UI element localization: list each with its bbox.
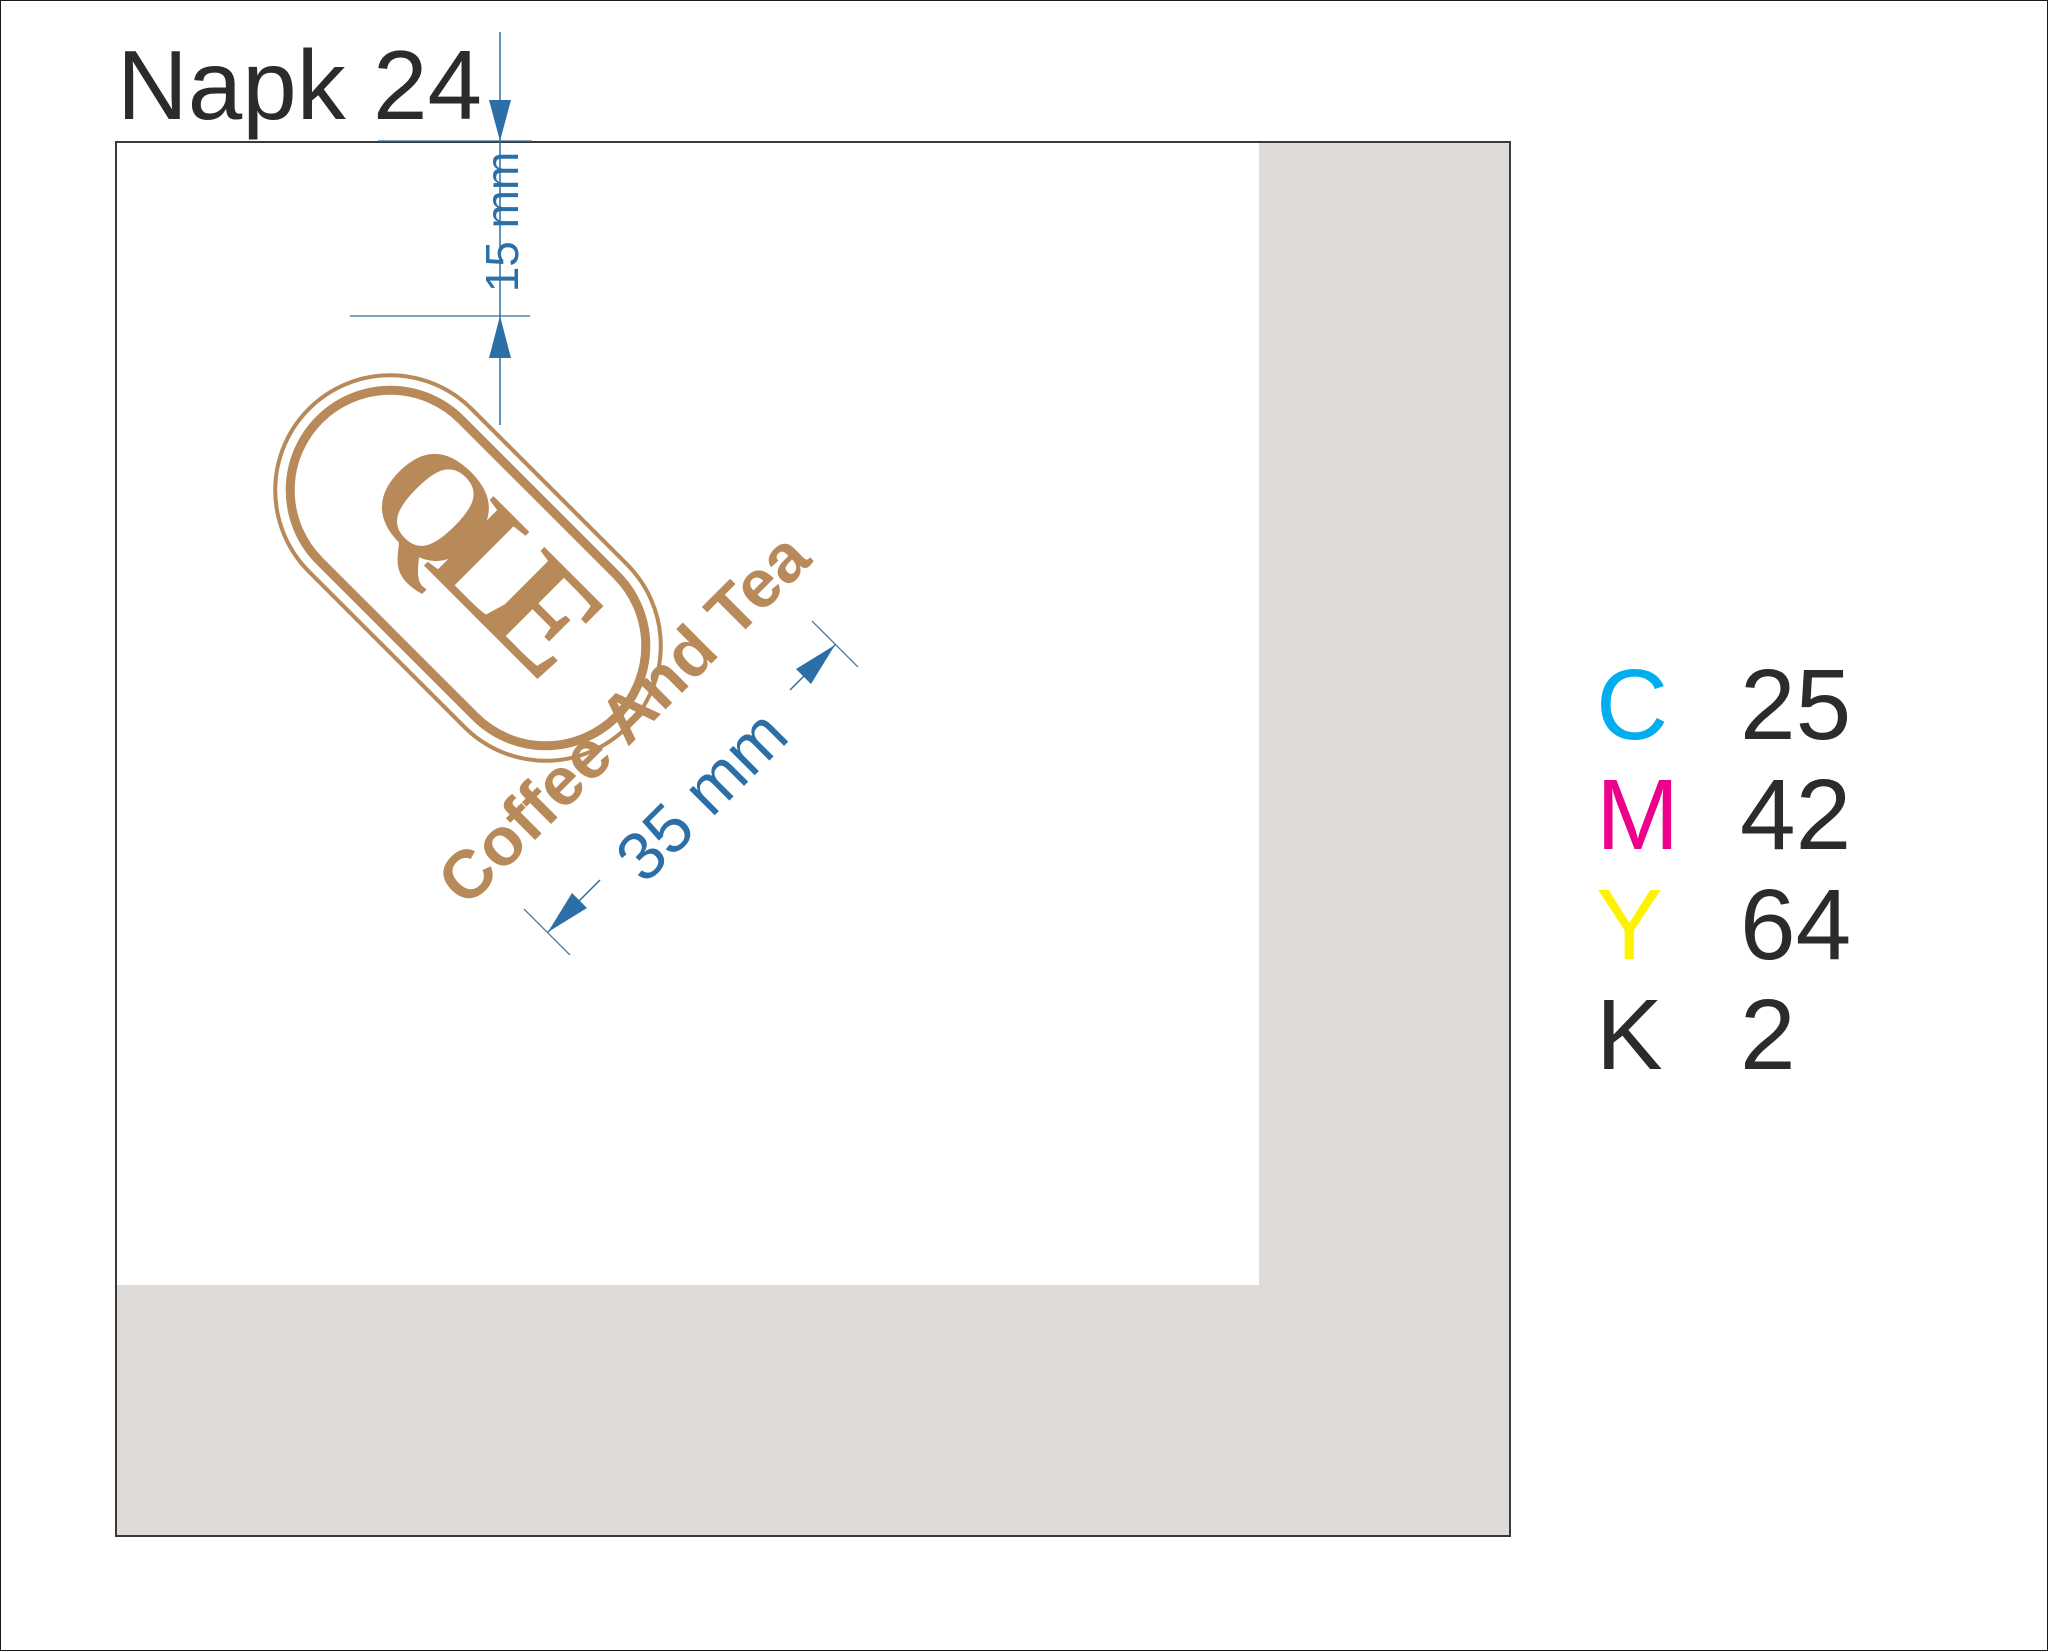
logo-inner-ring bbox=[285, 385, 651, 751]
monogram-text: QLE bbox=[336, 407, 633, 704]
cmyk-value-k: 2 bbox=[1740, 979, 1796, 1091]
arrowhead-left bbox=[548, 893, 587, 932]
extension-line-right bbox=[811, 620, 859, 668]
arrowhead-down bbox=[489, 100, 511, 141]
arrowhead-right bbox=[796, 645, 835, 684]
cmyk-letter-k: K bbox=[1596, 979, 1663, 1091]
arrowhead-up bbox=[489, 316, 511, 358]
dimension-top-margin: 15 mm bbox=[350, 32, 532, 425]
dimension-label-top-margin: 15 mm bbox=[476, 152, 528, 293]
napkin-square bbox=[115, 141, 1511, 1537]
design-title: Napk 24 bbox=[117, 30, 483, 140]
logo-monogram: QLE bbox=[336, 407, 633, 704]
cmyk-value-c: 25 bbox=[1740, 649, 1852, 761]
napkin-paper-area bbox=[117, 143, 1259, 1285]
cmyk-value-y: 64 bbox=[1740, 869, 1852, 981]
cmyk-letter-c: C bbox=[1596, 649, 1669, 761]
extension-line-left bbox=[523, 908, 571, 956]
cmyk-letter-m: M bbox=[1596, 759, 1680, 871]
cmyk-value-m: 42 bbox=[1740, 759, 1852, 871]
cmyk-letter-y: Y bbox=[1596, 869, 1663, 981]
